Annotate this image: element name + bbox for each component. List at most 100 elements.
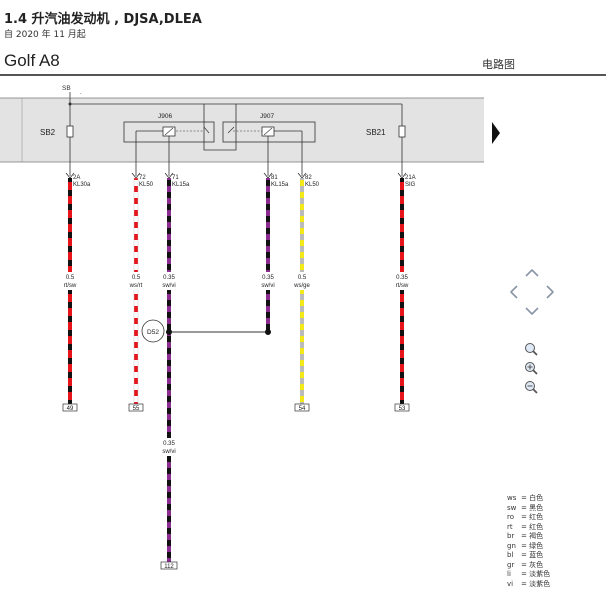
- legend-code: br: [507, 532, 515, 540]
- pan-up-icon[interactable]: [525, 269, 539, 277]
- relay-j907-label: J907: [260, 113, 274, 120]
- pan-down-icon[interactable]: [525, 307, 539, 315]
- legend-item: vi= 淡紫色: [507, 579, 551, 588]
- zoom-in-icon[interactable]: [525, 362, 538, 375]
- legend-name: 黑色: [529, 503, 544, 512]
- pin-label: 21A: [405, 175, 416, 181]
- wire-gauge: 0.5: [66, 275, 75, 281]
- pan-left-icon[interactable]: [510, 285, 518, 299]
- wire-kl30a: [68, 178, 72, 404]
- junction-dot: [68, 102, 72, 106]
- legend-code: ws: [507, 494, 517, 502]
- zoom-icon[interactable]: [525, 343, 538, 356]
- wire-gauge: 0.5: [132, 275, 141, 281]
- signal-label: KL15a: [271, 182, 289, 188]
- header-divider: [0, 74, 606, 76]
- label-bg: [58, 272, 82, 290]
- terminal-box: [394, 403, 410, 412]
- pan-right-icon[interactable]: [546, 285, 554, 299]
- bus-to-j906: [203, 104, 237, 151]
- label-bg: [390, 272, 414, 290]
- wire-color: ws/rt: [129, 283, 143, 289]
- legend-code: gn: [507, 541, 516, 550]
- terminal-number: 112: [164, 564, 174, 570]
- label-bg: [290, 272, 314, 290]
- zoom-out-icon[interactable]: [525, 381, 538, 394]
- document-type: 电路图: [482, 58, 515, 71]
- legend-item: ro= 红色: [507, 513, 544, 521]
- legend-code: bl: [507, 551, 514, 559]
- splice-node-branch: [265, 329, 271, 335]
- pin-label: 2A: [73, 175, 80, 181]
- legend-code: sw: [507, 503, 517, 512]
- fuse-sb21-icon: [398, 125, 406, 138]
- terminal-box: [128, 403, 144, 412]
- wire-color: ws/ge: [293, 283, 310, 289]
- splice-node-main: [166, 329, 172, 335]
- signal-label: SIG: [405, 182, 416, 188]
- label-bg: [256, 272, 280, 290]
- relay-j906-label: J906: [158, 113, 172, 120]
- label-bg: [124, 272, 148, 290]
- relay-j906-coil-slash: [164, 127, 174, 136]
- legend-name: 白色: [529, 494, 544, 502]
- legend-item: br= 褐色: [507, 532, 544, 540]
- signal-label: KL50: [305, 182, 320, 188]
- wire-kl50-ws-rt: [133, 177, 139, 405]
- label-bg: [157, 438, 181, 456]
- signal-label: KL50: [139, 182, 154, 188]
- legend-code: gr: [507, 560, 515, 569]
- fuse-sb21-label: SB21: [366, 128, 386, 137]
- relay-j907-contact: [227, 126, 235, 134]
- label-bg: [157, 272, 181, 290]
- terminal-box: [62, 403, 78, 412]
- color-legend: ws= 白色 sw= 黑色 ro= 红色 rt= 红色 br= 褐色 gn= 绿…: [507, 494, 550, 589]
- terminal-box: [294, 403, 310, 412]
- wire-gauge: 0.35: [163, 275, 175, 281]
- legend-item: ws= 白色: [507, 494, 544, 502]
- legend-name: 蓝色: [529, 551, 544, 559]
- zoom-controls[interactable]: [525, 343, 538, 394]
- pin-label: 82: [305, 175, 312, 181]
- legend-name: 红色: [529, 522, 544, 531]
- relay-j907-coil-slash: [263, 127, 273, 136]
- terminal-number: 49: [67, 406, 74, 412]
- pin-label: 72: [139, 175, 146, 181]
- wire-color: sw/vi: [162, 449, 175, 455]
- fuse-sb2-label: SB2: [40, 128, 56, 137]
- terminal-number: 55: [133, 406, 140, 412]
- terminal-box: [160, 561, 178, 570]
- pin-arrows: [65, 172, 407, 179]
- legend-name: 淡紫色: [529, 570, 551, 578]
- wire-kl15a-main: [167, 178, 171, 562]
- wire-color: sw/vi: [261, 283, 274, 289]
- wire-gauge: 0.35: [163, 441, 175, 447]
- wire-color: sw/vi: [162, 283, 175, 289]
- rail-label: SB: [62, 85, 71, 92]
- continue-right-arrow-icon[interactable]: [492, 122, 500, 144]
- legend-name: 绿色: [529, 541, 544, 550]
- pan-controls[interactable]: [510, 269, 554, 315]
- legend-item: bl= 蓝色: [507, 551, 544, 559]
- rail-dot: .: [80, 90, 82, 96]
- wire-gauge: 0.35: [262, 275, 274, 281]
- wire-sig: [400, 178, 404, 404]
- legend-item: gr= 灰色: [507, 560, 544, 569]
- terminal-number: 54: [299, 406, 306, 412]
- wire-gauge: 0.5: [298, 275, 307, 281]
- legend-item: rt= 红色: [507, 522, 544, 531]
- fuse-sb2-icon: [66, 125, 74, 138]
- legend-name: 淡紫色: [529, 579, 551, 588]
- legend-item: sw= 黑色: [507, 503, 544, 512]
- wire-kl15a-branch: [266, 178, 270, 332]
- terminal-number: 53: [399, 406, 406, 412]
- legend-code: li: [507, 570, 511, 578]
- pin-label: 71: [172, 175, 179, 181]
- relay-j907-box: [222, 121, 316, 143]
- connector-d52-circle: [141, 319, 165, 343]
- legend-name: 红色: [529, 513, 544, 521]
- wire-color: rt/sw: [64, 283, 77, 289]
- wire-kl50-ws-ge: [300, 178, 304, 404]
- pin-label: 81: [271, 175, 278, 181]
